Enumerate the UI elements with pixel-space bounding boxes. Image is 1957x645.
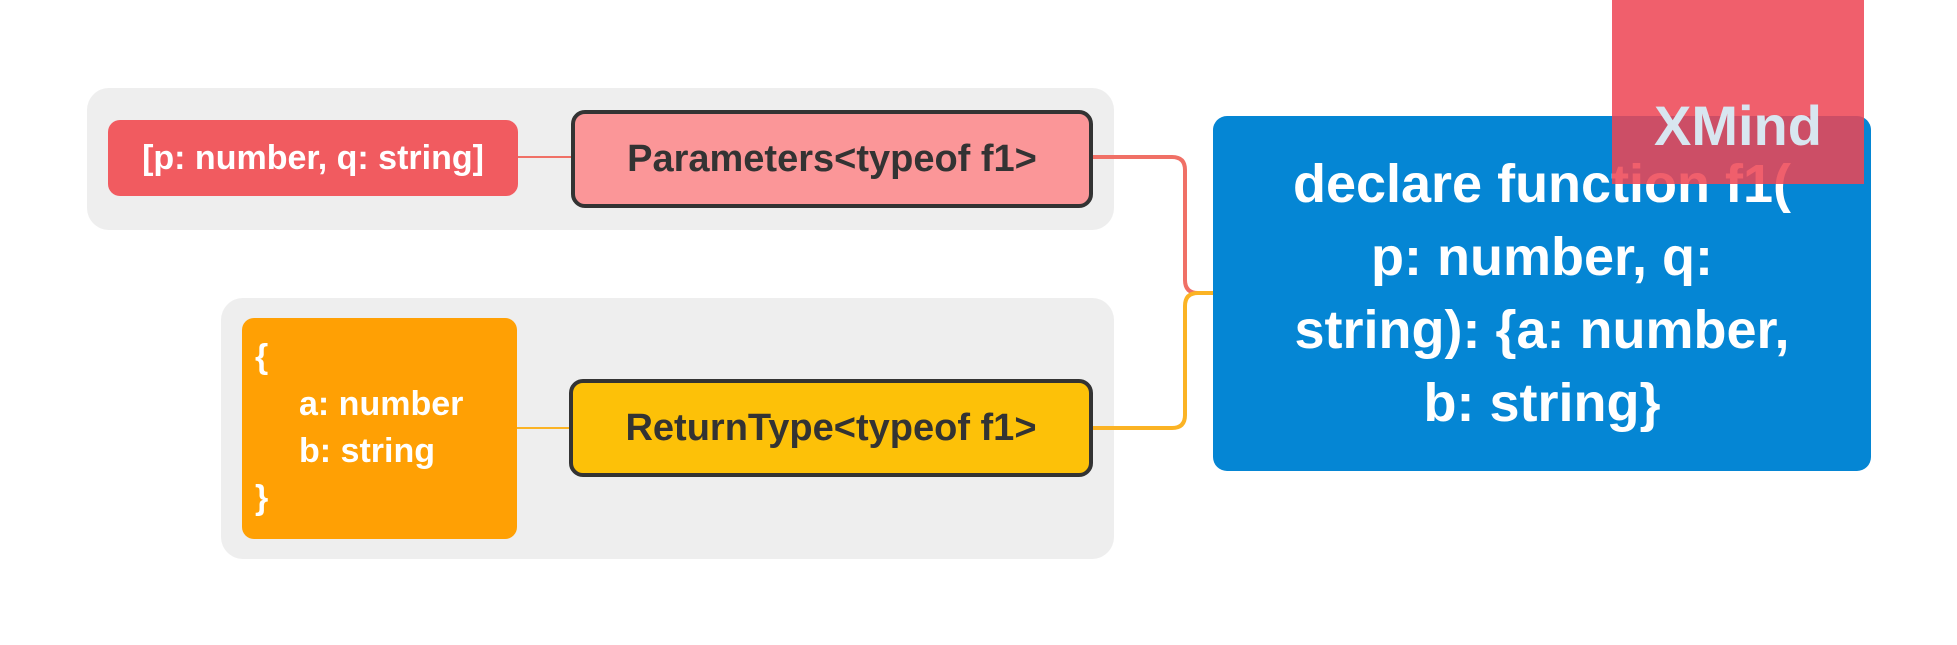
root-topic-line-3: string): {a: number, — [1294, 299, 1790, 360]
leaf-node-parameters-tuple[interactable]: [p: number, q: string] — [108, 120, 518, 196]
branch-node-parameters[interactable]: Parameters<typeof f1> — [571, 110, 1093, 208]
connector-root-to-returntype — [1093, 291, 1213, 430]
leaf-line-open-brace: { — [255, 338, 269, 376]
branch-node-returntype[interactable]: ReturnType<typeof f1> — [569, 379, 1093, 477]
leaf-line-b: b: string — [299, 432, 435, 470]
connector-root-to-parameters — [1093, 155, 1213, 295]
leaf-node-return-object[interactable]: { a: number b: string } — [242, 318, 517, 539]
branch-node-returntype-label: ReturnType<typeof f1> — [625, 406, 1037, 449]
leaf-line-close-brace: } — [255, 479, 269, 517]
branch-node-parameters-label: Parameters<typeof f1> — [627, 137, 1037, 180]
root-topic-line-4: b: string} — [1423, 372, 1661, 433]
leaf-line-a: a: number — [299, 385, 464, 423]
xmind-watermark: XMind — [1612, 0, 1864, 184]
leaf-node-parameters-tuple-text: [p: number, q: string] — [142, 138, 484, 177]
xmind-watermark-text: XMind — [1654, 94, 1822, 157]
root-topic-line-2: p: number, q: — [1371, 226, 1713, 287]
root-topic[interactable]: declare function f1( p: number, q: strin… — [1213, 116, 1871, 471]
